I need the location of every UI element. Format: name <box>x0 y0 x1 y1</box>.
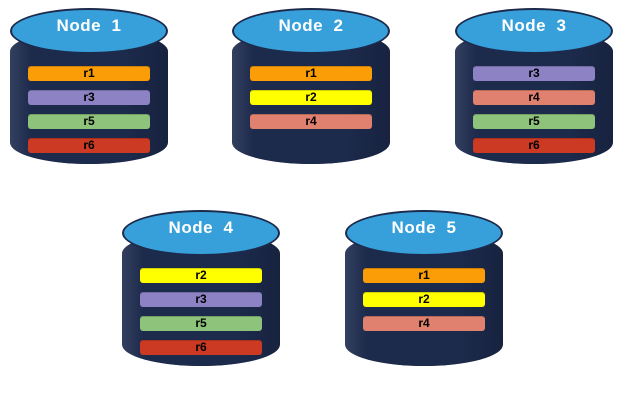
replica-bar-r5[interactable]: r5 <box>140 316 262 331</box>
replica-bar-r4[interactable]: r4 <box>250 114 372 129</box>
replica-stack: r1 r2 r4 <box>345 268 503 331</box>
replica-stack: r1 r3 r5 r6 <box>10 66 168 153</box>
replica-bar-r3[interactable]: r3 <box>473 66 595 81</box>
replica-bar-r1[interactable]: r1 <box>250 66 372 81</box>
cylinder-top-ellipse <box>10 8 168 54</box>
replica-bar-r3[interactable]: r3 <box>28 90 150 105</box>
replica-bar-r6[interactable]: r6 <box>28 138 150 153</box>
replica-stack: r2 r3 r5 r6 <box>122 268 280 355</box>
cylinder-top-ellipse <box>232 8 390 54</box>
replica-bar-r6[interactable]: r6 <box>140 340 262 355</box>
database-node-1[interactable]: Node 1 r1 r3 r5 r6 <box>10 8 168 186</box>
cylinder-top-ellipse <box>122 210 280 256</box>
database-node-5[interactable]: Node 5 r1 r2 r4 <box>345 210 503 388</box>
replica-bar-r5[interactable]: r5 <box>473 114 595 129</box>
database-node-2[interactable]: Node 2 r1 r2 r4 <box>232 8 390 186</box>
replica-bar-r2[interactable]: r2 <box>140 268 262 283</box>
replica-bar-r3[interactable]: r3 <box>140 292 262 307</box>
replica-bar-r1[interactable]: r1 <box>363 268 485 283</box>
node-label: Node 4 <box>168 218 234 237</box>
replica-bar-r5[interactable]: r5 <box>28 114 150 129</box>
node-label: Node 3 <box>501 16 567 35</box>
database-node-3[interactable]: Node 3 r3 r4 r5 r6 <box>455 8 613 186</box>
cylinder-top-ellipse <box>345 210 503 256</box>
node-label: Node 1 <box>56 16 122 35</box>
replica-bar-r6[interactable]: r6 <box>473 138 595 153</box>
replica-bar-r2[interactable]: r2 <box>363 292 485 307</box>
cylinder-top-ellipse <box>455 8 613 54</box>
replica-bar-r4[interactable]: r4 <box>363 316 485 331</box>
replica-bar-r1[interactable]: r1 <box>28 66 150 81</box>
replica-stack: r3 r4 r5 r6 <box>455 66 613 153</box>
database-node-4[interactable]: Node 4 r2 r3 r5 r6 <box>122 210 280 388</box>
replica-bar-r2[interactable]: r2 <box>250 90 372 105</box>
replica-stack: r1 r2 r4 <box>232 66 390 129</box>
replica-bar-r4[interactable]: r4 <box>473 90 595 105</box>
node-label: Node 2 <box>278 16 344 35</box>
node-label: Node 5 <box>391 218 457 237</box>
